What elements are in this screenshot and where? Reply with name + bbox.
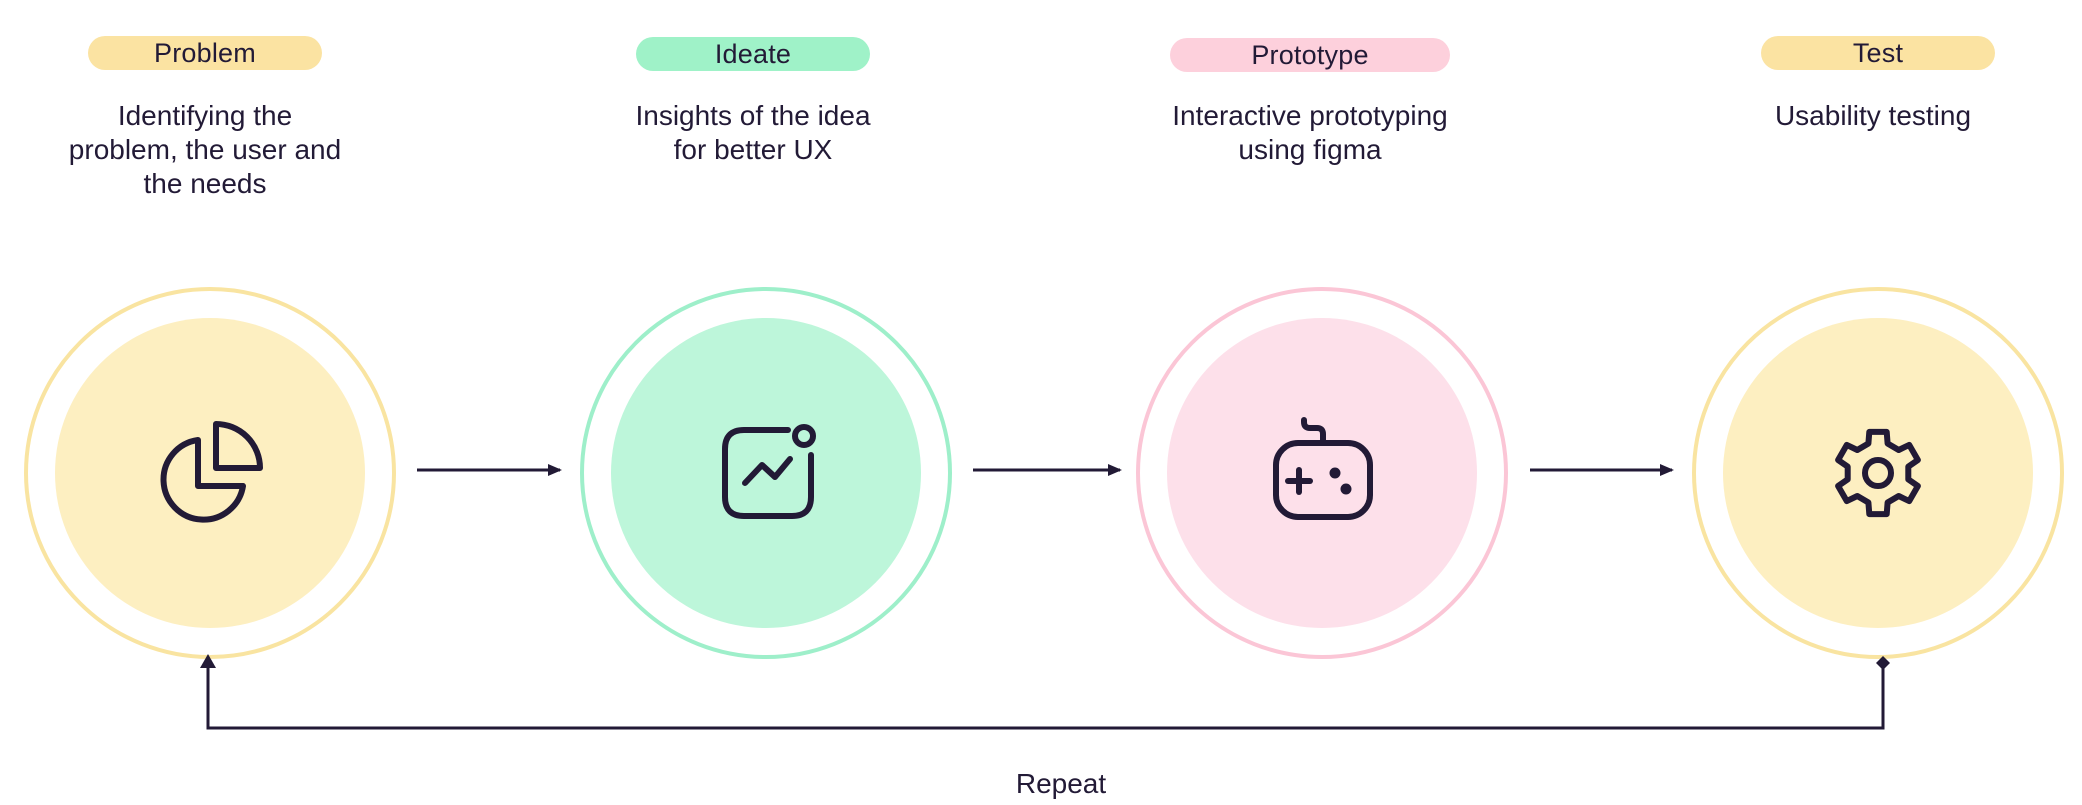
step-desc-ideate: Insights of the idea for better UX [583,99,923,167]
pie-chart-icon [160,421,263,523]
step-tag-prototype: Prototype [1170,38,1450,72]
desc-line: using figma [1238,134,1382,165]
step-tag-ideate: Ideate [636,37,870,71]
loop-start-diamond [1876,656,1890,670]
step-circle-prototype [1136,287,1508,659]
desc-line: Usability testing [1774,100,1972,131]
desc-line: Insights of the idea [635,100,871,131]
step-circle-test [1692,287,2064,659]
step-tag-problem: Problem [88,36,322,70]
desc-line: Interactive prototyping [1172,100,1448,131]
trend-chart-icon [722,424,816,519]
desc-line: for better UX [673,134,833,165]
step-tag-test: Test [1761,36,1995,70]
repeat-label: Repeat [1015,768,1107,799]
desc-line: the needs [143,168,267,199]
game-controller-icon [1273,417,1373,520]
step-circle-problem [24,287,396,659]
step-desc-test: Usability testing [1703,99,2043,133]
desc-line: problem, the user and [68,134,342,165]
repeat-loop-connector [200,654,1890,730]
step-desc-problem: Identifying the problem, the user and th… [35,99,375,201]
loop-arrowhead [200,654,216,668]
gear-icon [1835,428,1921,518]
step-circle-ideate [580,287,952,659]
desc-line: Identifying the [117,100,293,131]
step-desc-prototype: Interactive prototyping using figma [1140,99,1480,167]
